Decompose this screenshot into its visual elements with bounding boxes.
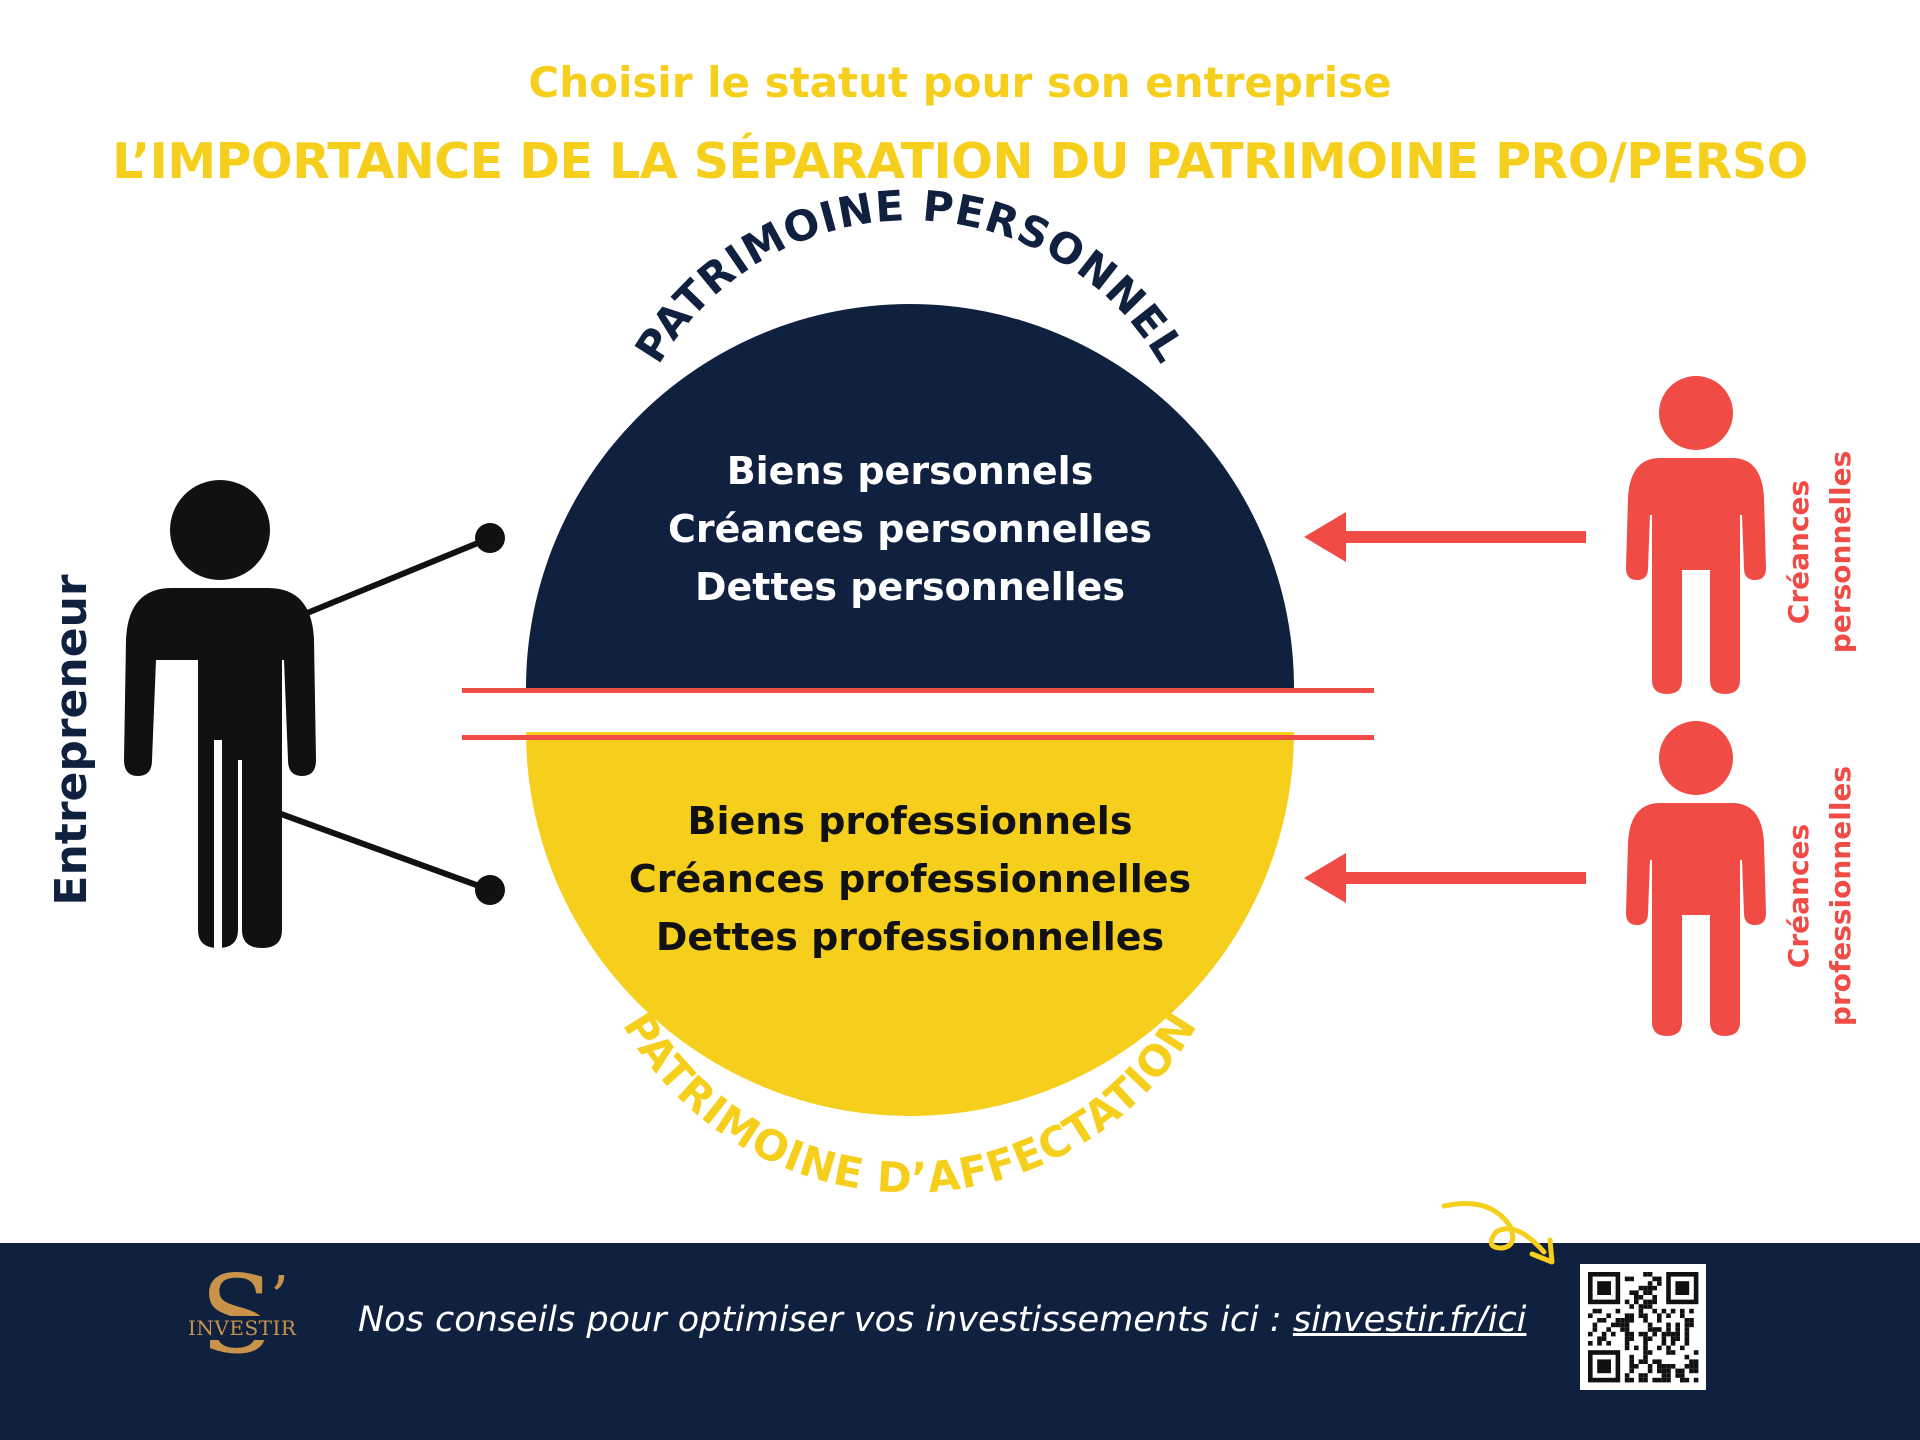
subtitle: Choisir le statut pour son entreprise: [528, 58, 1392, 107]
footer-text: Nos conseils pour optimiser vos investis…: [358, 1300, 1526, 1340]
creditor-person-icon: [1626, 376, 1766, 694]
entrepreneur-label: Entrepreneur: [46, 574, 97, 905]
professional-item: Biens professionnels: [688, 799, 1133, 843]
personal-item: Biens personnels: [727, 449, 1094, 493]
footer-text-body: Nos conseils pour optimiser vos investis…: [358, 1300, 1293, 1340]
separation-diagram: PATRIMOINE PERSONNEL PATRIMOINE D’AFFECT…: [46, 181, 1857, 1203]
creditor-professional-label-line1: Créances: [1782, 824, 1815, 968]
connector-dot-professional: [475, 875, 505, 905]
connector-dot-personal: [475, 523, 505, 553]
creditor-personal-label-line2: personnelles: [1824, 451, 1857, 653]
arrow-left-icon: [1304, 512, 1586, 562]
qr-code-icon: [1588, 1272, 1699, 1383]
professional-item: Dettes professionnelles: [656, 915, 1164, 959]
personal-half-circle: [526, 304, 1294, 688]
logo: S ’ INVESTIR: [178, 1262, 299, 1390]
arrow-left-icon: [1304, 853, 1586, 903]
creditor-personal-label-line1: Créances: [1782, 480, 1815, 624]
logo-word: INVESTIR: [186, 1316, 299, 1340]
professional-half-circle: [526, 732, 1294, 1116]
separation-line-bottom: [462, 735, 1374, 740]
connector-line-personal: [293, 535, 492, 621]
connector-line-professional: [268, 807, 492, 893]
qr-code[interactable]: [1580, 1264, 1706, 1390]
separation-line-top: [462, 688, 1374, 693]
footer-link[interactable]: sinvestir.fr/ici: [1292, 1300, 1527, 1340]
professional-item: Créances professionnelles: [629, 857, 1191, 901]
curly-arrow-icon: [1441, 1201, 1555, 1265]
personal-item: Dettes personnelles: [695, 565, 1125, 609]
logo-letter: S: [200, 1262, 274, 1370]
personal-item: Créances personnelles: [668, 507, 1152, 551]
creditor-professional-label-line2: professionnelles: [1824, 766, 1857, 1026]
entrepreneur-person-icon: [124, 480, 316, 950]
page-title: L’IMPORTANCE DE LA SÉPARATION DU PATRIMO…: [112, 133, 1808, 190]
creditor-person-icon: [1626, 721, 1766, 1036]
